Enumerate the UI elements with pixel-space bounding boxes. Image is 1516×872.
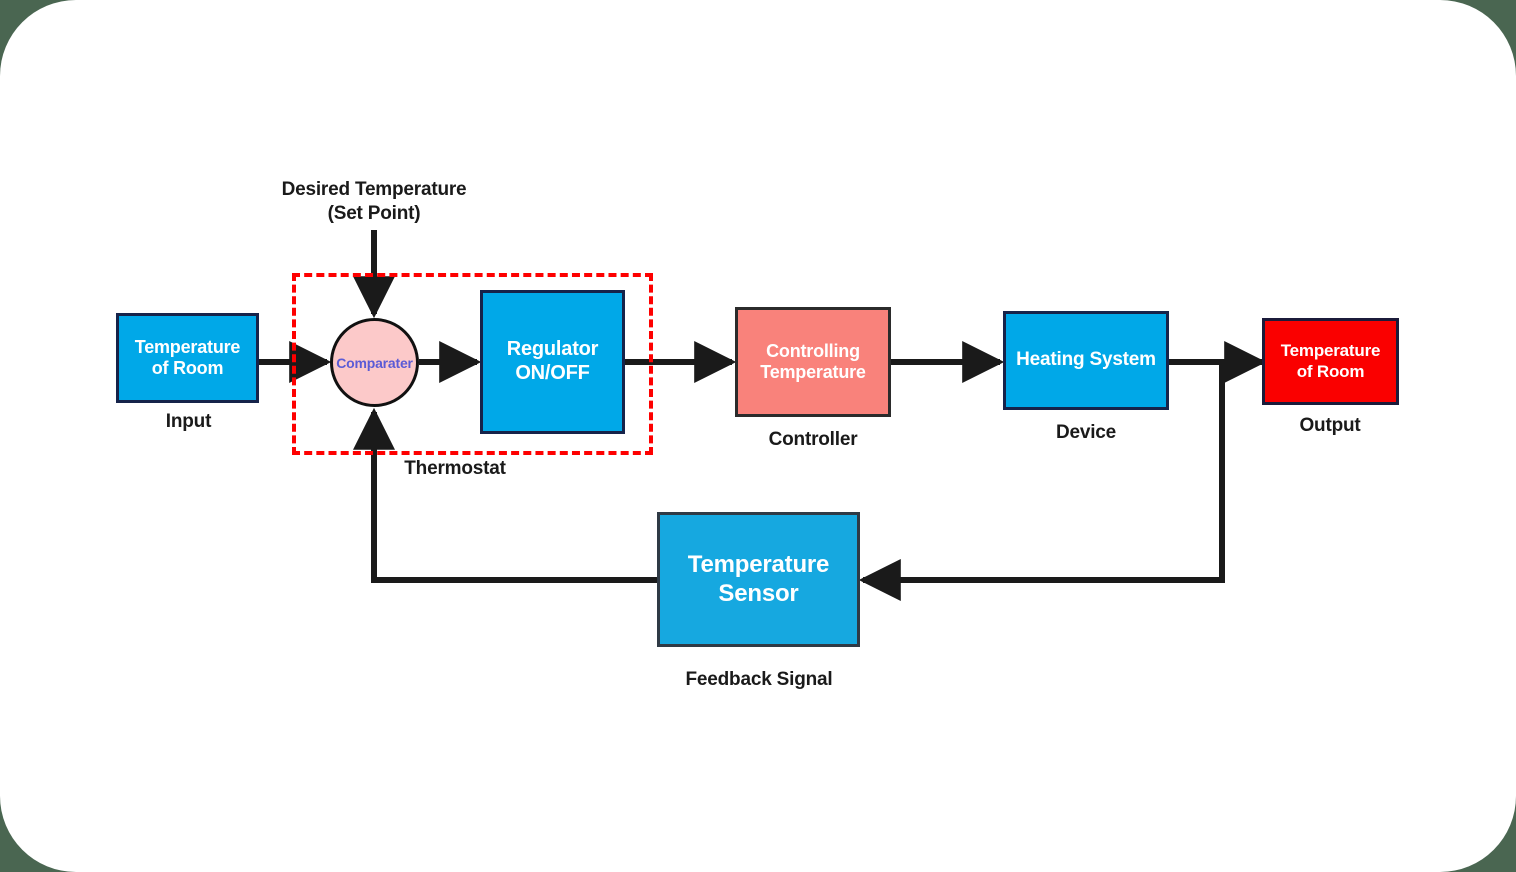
block-input[interactable]: Temperature of Room xyxy=(116,313,259,403)
block-controller[interactable]: Controlling Temperature xyxy=(735,307,891,417)
block-output[interactable]: Temperature of Room xyxy=(1262,318,1399,405)
block-device-caption: Device xyxy=(1055,422,1117,443)
setpoint-label: Desired Temperature (Set Point) xyxy=(281,179,467,224)
block-regulator[interactable]: Regulator ON/OFF xyxy=(480,290,625,434)
thermostat-region xyxy=(292,273,653,455)
connector-output-to-sensor xyxy=(858,362,1225,601)
block-input-caption: Input xyxy=(165,411,212,432)
block-device[interactable]: Heating System xyxy=(1003,311,1169,410)
block-output-caption: Output xyxy=(1299,415,1361,436)
thermostat-region-caption: Thermostat xyxy=(404,458,506,479)
block-comparator[interactable]: Comparater xyxy=(330,318,419,407)
connector-sensor-to-comparator xyxy=(353,407,657,583)
block-controller-caption: Controller xyxy=(768,429,858,450)
block-temperature-sensor[interactable]: Temperature Sensor xyxy=(657,512,860,647)
block-sensor-caption: Feedback Signal xyxy=(685,669,833,690)
